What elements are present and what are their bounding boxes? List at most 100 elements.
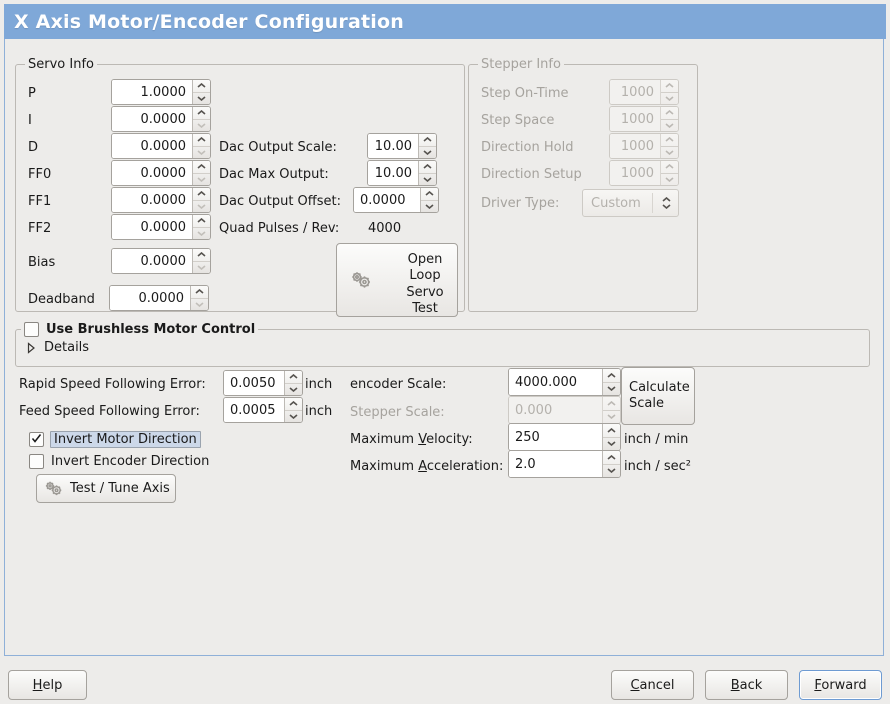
spin-down-icon[interactable] (603, 438, 620, 451)
maximum-acceleration-spinner[interactable] (602, 451, 620, 477)
feed-following-error-spinner[interactable] (284, 398, 302, 422)
dac-max-output-spinner[interactable] (418, 161, 436, 185)
dac-output-offset-value[interactable]: 0.0000 (354, 188, 420, 212)
spin-down-icon[interactable] (661, 93, 678, 105)
spin-up-icon[interactable] (661, 161, 678, 174)
servo-input-p-value[interactable]: 1.0000 (112, 80, 192, 104)
servo-input-d[interactable]: 0.0000 (111, 133, 211, 159)
encoder-scale-value[interactable]: 4000.000 (509, 369, 602, 395)
dac-output-scale-value[interactable]: 10.00 (368, 134, 418, 158)
servo-input-ff1-value[interactable]: 0.0000 (112, 188, 192, 212)
spin-up-icon[interactable] (193, 80, 210, 93)
spin-down-icon[interactable] (421, 201, 438, 213)
spin-down-icon[interactable] (603, 411, 620, 424)
dac-output-scale-input[interactable]: 10.00 (367, 133, 437, 159)
servo-input-deadband[interactable]: 0.0000 (109, 285, 209, 311)
cancel-button[interactable]: Cancel (611, 670, 694, 700)
direction-hold-spinner[interactable] (660, 134, 678, 158)
servo-input-ff0-value[interactable]: 0.0000 (112, 161, 192, 185)
brushless-details-expander[interactable]: Details (26, 340, 89, 355)
step-space-value[interactable]: 1000 (610, 107, 660, 131)
rapid-following-error-spinner[interactable] (284, 371, 302, 395)
encoder-scale-input[interactable]: 4000.000 (508, 368, 621, 396)
spin-down-icon[interactable] (419, 174, 436, 186)
stepper-scale-value[interactable]: 0.000 (509, 397, 602, 423)
servo-input-p-spinner[interactable] (192, 80, 210, 104)
servo-input-ff0-spinner[interactable] (192, 161, 210, 185)
servo-input-ff1-spinner[interactable] (192, 188, 210, 212)
feed-following-error-input[interactable]: 0.0005 (223, 397, 303, 423)
maximum-velocity-spinner[interactable] (602, 424, 620, 450)
spin-up-icon[interactable] (603, 397, 620, 411)
maximum-velocity-input[interactable]: 250 (508, 423, 621, 451)
servo-input-bias[interactable]: 0.0000 (111, 248, 211, 274)
checkbox-box[interactable] (29, 432, 44, 447)
spin-up-icon[interactable] (419, 161, 436, 174)
step-on-time-spinner[interactable] (660, 80, 678, 104)
dac-output-offset-spinner[interactable] (420, 188, 438, 212)
servo-input-deadband-spinner[interactable] (190, 286, 208, 310)
spin-up-icon[interactable] (603, 369, 620, 383)
step-space-spinner[interactable] (660, 107, 678, 131)
spin-up-icon[interactable] (193, 134, 210, 147)
servo-input-ff2-spinner[interactable] (192, 215, 210, 239)
step-on-time-value[interactable]: 1000 (610, 80, 660, 104)
servo-input-deadband-value[interactable]: 0.0000 (110, 286, 190, 310)
step-space-input[interactable]: 1000 (609, 106, 679, 132)
forward-button[interactable]: Forward (799, 670, 882, 700)
spin-down-icon[interactable] (419, 147, 436, 159)
dac-output-scale-spinner[interactable] (418, 134, 436, 158)
spin-down-icon[interactable] (661, 174, 678, 186)
spin-up-icon[interactable] (661, 80, 678, 93)
servo-input-ff2[interactable]: 0.0000 (111, 214, 211, 240)
direction-hold-input[interactable]: 1000 (609, 133, 679, 159)
spin-up-icon[interactable] (603, 424, 620, 438)
spin-up-icon[interactable] (285, 371, 302, 384)
calculate-scale-button[interactable]: Calculate Scale (621, 367, 695, 425)
servo-input-ff2-value[interactable]: 0.0000 (112, 215, 192, 239)
spin-down-icon[interactable] (603, 465, 620, 478)
spin-up-icon[interactable] (419, 134, 436, 147)
spin-down-icon[interactable] (193, 262, 210, 274)
maximum-acceleration-input[interactable]: 2.0 (508, 450, 621, 478)
driver-type-select[interactable]: Custom (582, 189, 679, 217)
servo-input-i[interactable]: 0.0000 (111, 106, 211, 132)
rapid-following-error-value[interactable]: 0.0050 (224, 371, 284, 395)
open-loop-servo-test-button[interactable]: Open Loop Servo Test (336, 243, 458, 317)
dac-max-output-value[interactable]: 10.00 (368, 161, 418, 185)
spin-up-icon[interactable] (603, 451, 620, 465)
direction-setup-spinner[interactable] (660, 161, 678, 185)
step-on-time-input[interactable]: 1000 (609, 79, 679, 105)
use-brushless-checkbox[interactable] (24, 322, 39, 337)
direction-setup-input[interactable]: 1000 (609, 160, 679, 186)
spin-down-icon[interactable] (191, 299, 208, 311)
maximum-acceleration-value[interactable]: 2.0 (509, 451, 602, 477)
maximum-velocity-value[interactable]: 250 (509, 424, 602, 450)
spin-up-icon[interactable] (193, 188, 210, 201)
servo-input-i-value[interactable]: 0.0000 (112, 107, 192, 131)
invert-motor-direction-checkbox[interactable]: Invert Motor Direction (29, 431, 201, 448)
servo-input-i-spinner[interactable] (192, 107, 210, 131)
servo-input-bias-value[interactable]: 0.0000 (112, 249, 192, 273)
spin-down-icon[interactable] (285, 411, 302, 423)
stepper-scale-spinner[interactable] (602, 397, 620, 423)
spin-up-icon[interactable] (193, 107, 210, 120)
spin-down-icon[interactable] (193, 120, 210, 132)
servo-input-ff0[interactable]: 0.0000 (111, 160, 211, 186)
test-tune-axis-button[interactable]: Test / Tune Axis (36, 474, 176, 503)
encoder-scale-spinner[interactable] (602, 369, 620, 395)
spin-down-icon[interactable] (193, 147, 210, 159)
spin-down-icon[interactable] (193, 228, 210, 240)
spin-down-icon[interactable] (285, 384, 302, 396)
invert-encoder-direction-checkbox[interactable]: Invert Encoder Direction (29, 454, 209, 469)
checkbox-box[interactable] (29, 454, 44, 469)
rapid-following-error-input[interactable]: 0.0050 (223, 370, 303, 396)
spin-up-icon[interactable] (661, 107, 678, 120)
spin-up-icon[interactable] (193, 161, 210, 174)
back-button[interactable]: Back (705, 670, 788, 700)
direction-setup-value[interactable]: 1000 (610, 161, 660, 185)
servo-input-d-value[interactable]: 0.0000 (112, 134, 192, 158)
dac-output-offset-input[interactable]: 0.0000 (353, 187, 439, 213)
spin-up-icon[interactable] (661, 134, 678, 147)
servo-input-d-spinner[interactable] (192, 134, 210, 158)
